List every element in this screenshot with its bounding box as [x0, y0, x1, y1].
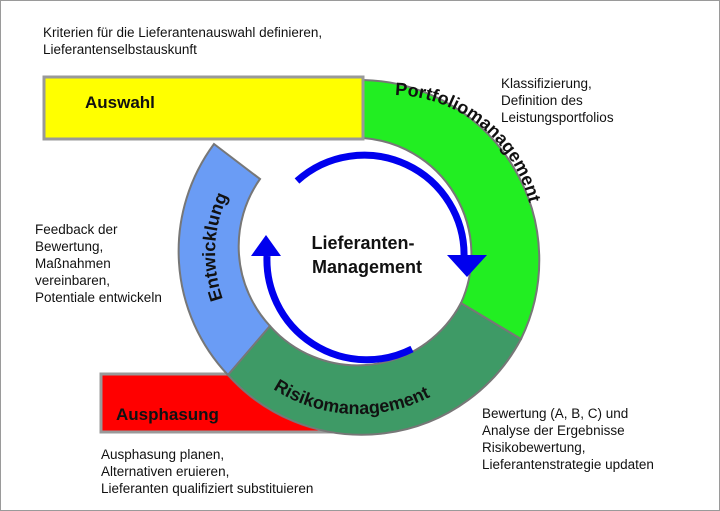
portfolio-note-line: Leistungsportfolios	[501, 110, 614, 125]
risiko-note-line: Analyse der Ergebnisse	[482, 423, 625, 438]
entwicklung-note-line: Bewertung,	[35, 239, 104, 254]
center-title-line1: Lieferanten-	[311, 233, 414, 253]
ausphasung-note: Ausphasung planen, Alternativen eruieren…	[101, 446, 313, 497]
entwicklung-note: Feedback der Bewertung, Maßnahmen verein…	[35, 221, 162, 306]
ausphasung-note-line: Ausphasung planen,	[101, 447, 225, 462]
auswahl-note-line: Kriterien für die Lieferantenauswahl def…	[43, 25, 323, 40]
ausphasung-note-line: Lieferanten qualifiziert substituieren	[101, 481, 314, 496]
auswahl-label: Auswahl	[85, 93, 155, 112]
portfolio-note-line: Definition des	[501, 93, 583, 108]
risiko-note: Bewertung (A, B, C) und Analyse der Erge…	[482, 405, 654, 473]
cycle-arrow-top-head-icon	[447, 255, 487, 277]
auswahl-note: Kriterien für die Lieferantenauswahl def…	[43, 24, 322, 58]
cycle-arrow-top	[294, 151, 468, 260]
entwicklung-note-line: Potentiale entwickeln	[35, 290, 162, 305]
risiko-note-line: Lieferantenstrategie updaten	[482, 457, 654, 472]
entwicklung-note-line: vereinbaren,	[35, 273, 111, 288]
portfolio-note-line: Klassifizierung,	[501, 76, 592, 91]
risiko-note-line: Risikobewertung,	[482, 440, 586, 455]
ausphasung-note-line: Alternativen eruieren,	[101, 464, 230, 479]
cycle-arrow-bottom-head-icon	[251, 235, 281, 256]
entwicklung-segment	[177, 142, 272, 377]
entwicklung-note-line: Maßnahmen	[35, 256, 111, 271]
entwicklung-note-line: Feedback der	[35, 222, 118, 237]
portfoliomanagement-segment	[362, 78, 541, 341]
auswahl-box	[42, 75, 365, 141]
center-title-line2: Management	[312, 257, 422, 277]
risikomanagement-segment	[226, 301, 523, 436]
auswahl-note-line: Lieferantenselbstauskunft	[43, 42, 197, 57]
ausphasung-label: Ausphasung	[116, 405, 219, 424]
cycle-arrow-bottom	[263, 255, 414, 364]
portfolio-note: Klassifizierung, Definition des Leistung…	[501, 75, 614, 126]
risiko-note-line: Bewertung (A, B, C) und	[482, 406, 629, 421]
